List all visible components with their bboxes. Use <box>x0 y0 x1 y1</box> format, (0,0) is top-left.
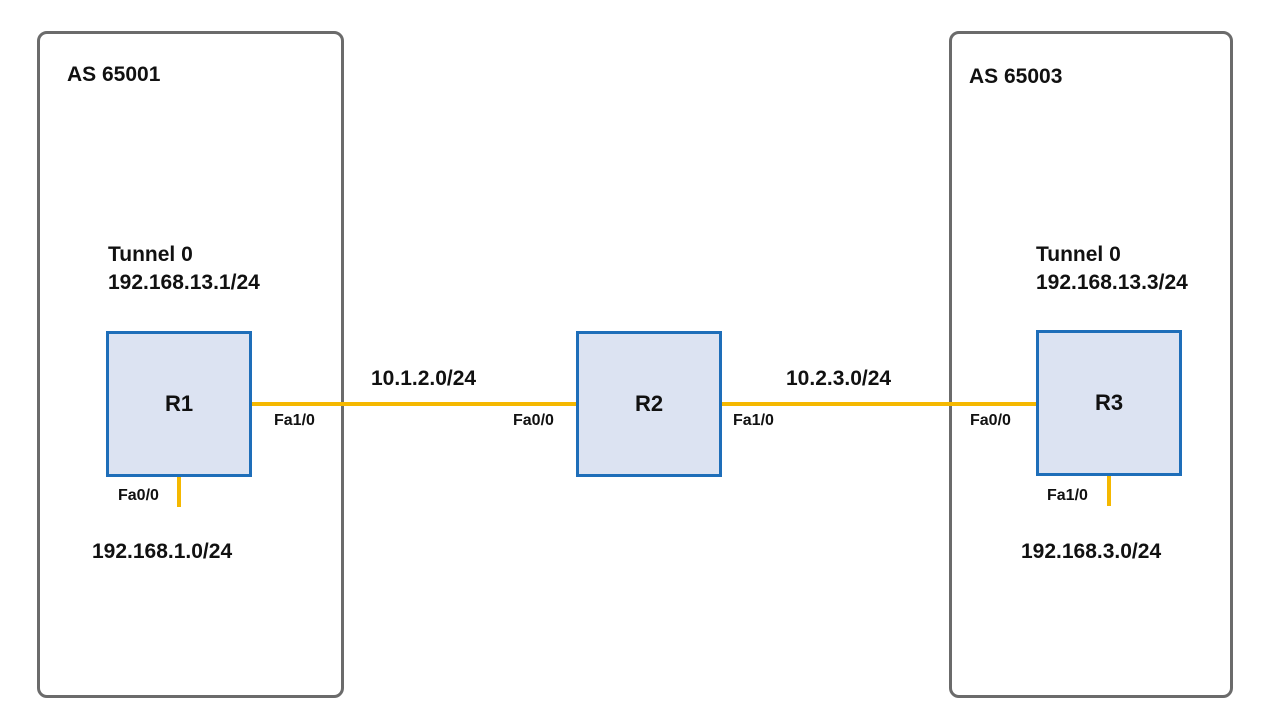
network-lan-r3: 192.168.3.0/24 <box>1021 540 1162 563</box>
tunnel-r1-label: Tunnel 0 192.168.13.1/24 <box>108 241 260 297</box>
as-65001-label: AS 65001 <box>67 63 161 86</box>
tunnel-r1-name: Tunnel 0 <box>108 243 193 266</box>
tunnel-r3-label: Tunnel 0 192.168.13.3/24 <box>1036 241 1188 297</box>
router-r2[interactable]: R2 <box>576 331 722 477</box>
tunnel-r3-address: 192.168.13.3/24 <box>1036 271 1188 294</box>
as-65003-label: AS 65003 <box>969 65 1063 88</box>
interface-r1-fa1-0: Fa1/0 <box>274 412 315 429</box>
tunnel-r3-name: Tunnel 0 <box>1036 243 1121 266</box>
interface-r3-fa0-0: Fa0/0 <box>970 412 1011 429</box>
router-r1-label: R1 <box>164 391 194 416</box>
router-r3[interactable]: R3 <box>1036 330 1182 476</box>
lan-stub-r1 <box>177 476 181 507</box>
link-r2-r3 <box>721 402 1038 406</box>
link-r1-r2 <box>251 402 577 406</box>
router-r2-label: R2 <box>634 391 664 416</box>
router-r1[interactable]: R1 <box>106 331 252 477</box>
interface-r2-fa1-0: Fa1/0 <box>733 412 774 429</box>
lan-stub-r3 <box>1107 475 1111 506</box>
network-r2-r3: 10.2.3.0/24 <box>786 367 892 390</box>
network-lan-r1: 192.168.1.0/24 <box>92 540 233 563</box>
network-r1-r2: 10.1.2.0/24 <box>371 367 477 390</box>
tunnel-r1-address: 192.168.13.1/24 <box>108 271 260 294</box>
interface-r2-fa0-0: Fa0/0 <box>513 412 554 429</box>
router-r3-label: R3 <box>1094 390 1124 415</box>
interface-r3-fa1-0: Fa1/0 <box>1047 487 1088 504</box>
interface-r1-fa0-0: Fa0/0 <box>118 487 159 504</box>
